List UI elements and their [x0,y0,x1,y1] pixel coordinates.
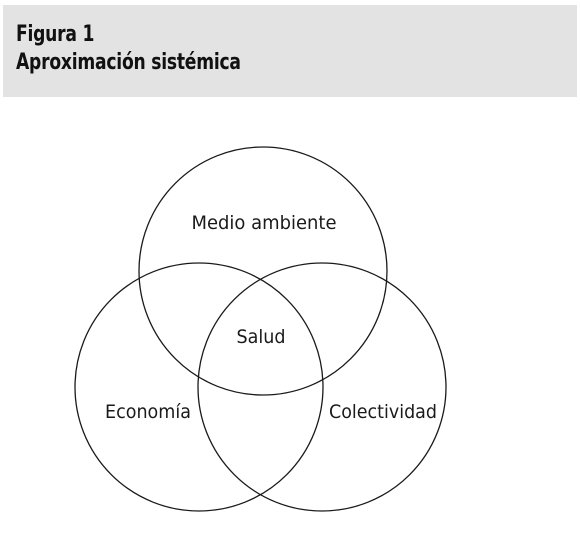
figure-number: Figura 1 [16,22,95,47]
circle-colectividad [197,262,447,512]
label-salud: Salud [237,326,286,348]
figure-header: Figura 1 Aproximación sistémica [3,5,577,97]
circle-medio-ambiente [138,146,388,396]
figure-title: Aproximación sistémica [16,50,241,75]
label-medio-ambiente: Medio ambiente [192,212,337,234]
label-economia: Economía [105,401,191,423]
label-colectividad: Colectividad [329,401,437,423]
circle-economia [74,262,324,512]
